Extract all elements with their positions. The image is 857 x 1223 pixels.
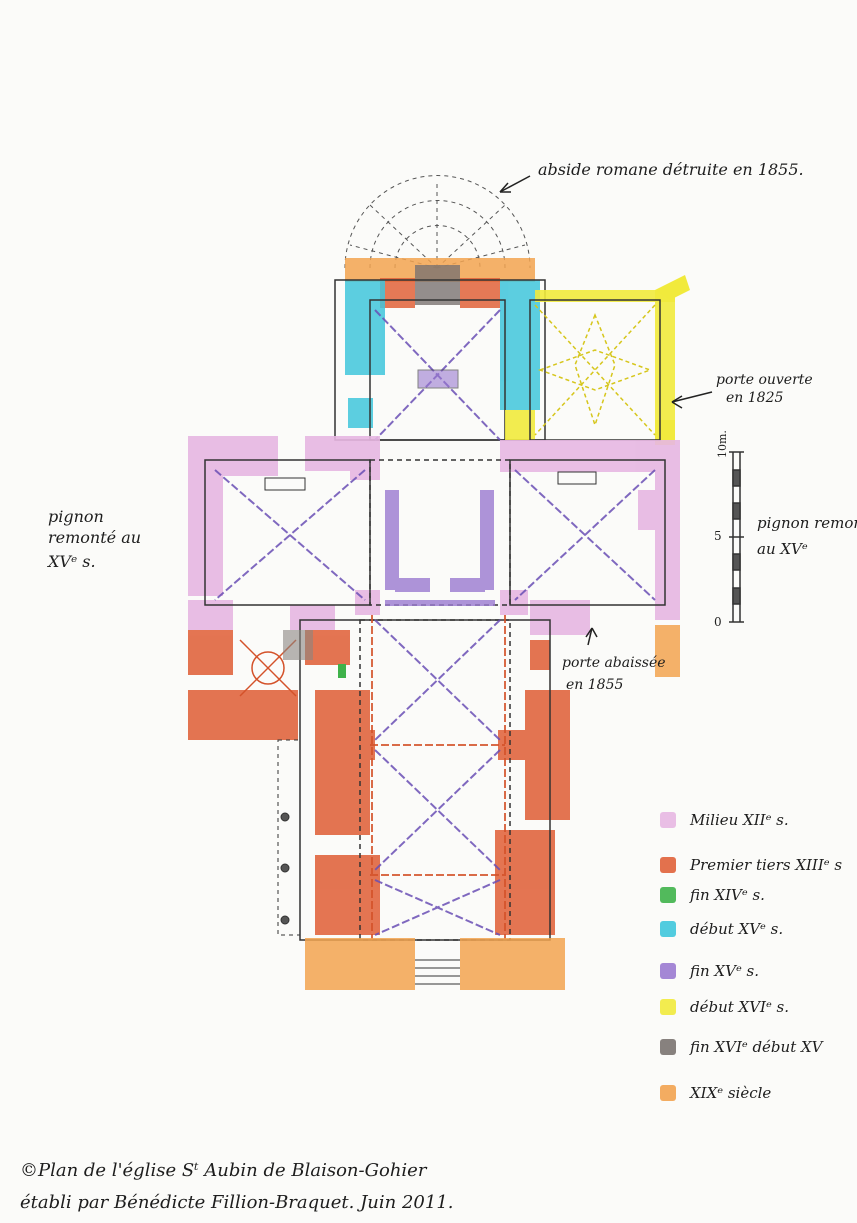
scale-bar <box>729 451 744 623</box>
legend-item: Milieu XIIᵉ s. <box>660 811 789 829</box>
legend-label: début XVIᵉ s. <box>690 998 790 1016</box>
legend-swatch <box>660 812 676 828</box>
choir-walls-outline <box>334 279 546 441</box>
legend-item: XIXᵉ siècle <box>660 1084 771 1102</box>
legend-label: Milieu XIIᵉ s. <box>690 811 789 829</box>
legend-item: Premier tiers XIIIᵉ s <box>660 856 842 874</box>
legend-item: fin XIVᵉ s. <box>660 886 765 904</box>
legend-swatch <box>660 887 676 903</box>
nave-early-xiii <box>188 630 570 935</box>
transept-mid-xii <box>188 436 680 635</box>
west-front-xix <box>305 625 680 990</box>
door-opened-note-line1: porte ouverte <box>716 372 813 388</box>
legend-label: fin XIVᵉ s. <box>690 886 765 904</box>
gable-left-note-line1: pignon <box>48 507 104 526</box>
choir-walls-early-xv <box>345 280 540 428</box>
legend-item: début XVᵉ s. <box>660 920 783 938</box>
chapel-early-xvi <box>505 275 690 445</box>
legend-item: début XVIᵉ s. <box>660 998 789 1016</box>
nave-outline <box>299 619 551 941</box>
transept-altar-left <box>264 477 306 491</box>
legend-label: Premier tiers XIIIᵉ s <box>690 856 843 874</box>
door-lowered-note-line2: en 1855 <box>566 677 624 693</box>
nave-vaults-red <box>370 615 506 940</box>
nave-vaults-purple <box>374 619 501 936</box>
legend-label: début XVᵉ s. <box>690 920 784 938</box>
legend-label: fin XVᵉ s. <box>690 962 759 980</box>
choir-altar <box>417 369 459 389</box>
legend-label: fin XVIᵉ début XV <box>690 1038 823 1056</box>
scale-tick-0: 0 <box>714 615 722 629</box>
choir-end-wall <box>345 258 535 308</box>
south-gallery <box>277 739 301 936</box>
legend-swatch <box>660 1039 676 1055</box>
legend-swatch <box>660 857 676 873</box>
legend-swatch <box>660 999 676 1015</box>
stair-block <box>283 630 313 660</box>
gable-right-note-line2: au XVᵉ <box>757 540 808 558</box>
door-opened-note-line2: en 1825 <box>726 390 784 406</box>
apse-note: abside romane détruite en 1855. <box>538 160 804 179</box>
transept-vaults <box>214 469 656 601</box>
door-lowered-note-line1: porte abaissée <box>562 655 666 671</box>
element-late-xiv <box>338 664 346 678</box>
destroyed-apse <box>344 175 531 269</box>
legend-label: XIXᵉ siècle <box>690 1084 772 1102</box>
crossing-stalls-late-xv <box>385 490 495 606</box>
legend-swatch <box>660 1085 676 1101</box>
gable-left-note-line3: XVᵉ s. <box>48 552 96 571</box>
annotation-arrows <box>499 175 713 646</box>
legend-swatch <box>660 963 676 979</box>
legend-item: fin XVIᵉ début XV <box>660 1038 823 1056</box>
legend-swatch <box>660 921 676 937</box>
transept-altar-right <box>557 471 597 485</box>
scale-tick-5: 5 <box>714 529 722 543</box>
gable-right-note-line1: pignon remon <box>757 514 857 532</box>
legend-item: fin XVᵉ s. <box>660 962 759 980</box>
scale-unit: 10m. <box>716 430 729 458</box>
gable-left-note-line2: remonté au <box>48 528 142 547</box>
credit-line2: établi par Bénédicte Fillion-Braquet. Ju… <box>20 1192 454 1213</box>
credit-line1: ©Plan de l'église Sᵗ Aubin de Blaison-Go… <box>20 1160 427 1181</box>
